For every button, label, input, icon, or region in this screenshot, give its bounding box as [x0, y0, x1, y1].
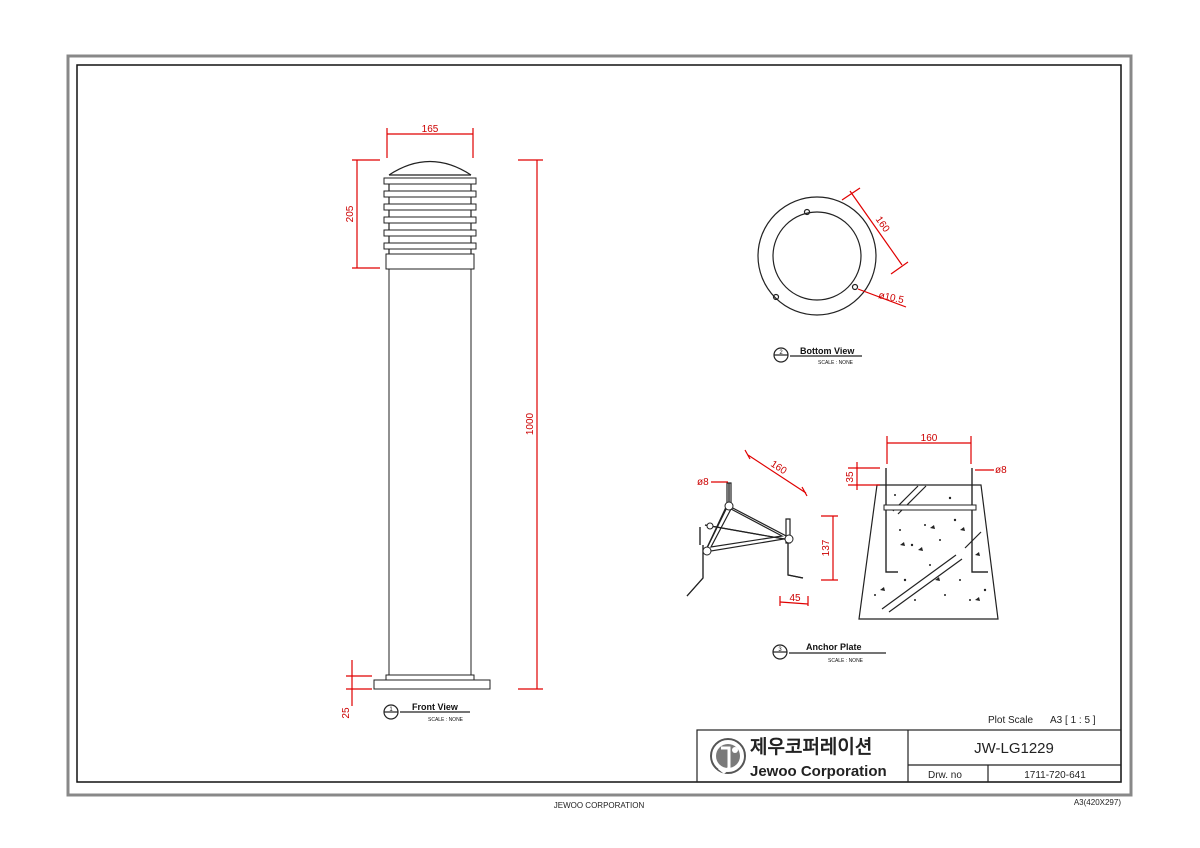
- company-name-korean: 제우코퍼레이션: [750, 736, 872, 758]
- bottom-hole-label: ø10.5: [877, 290, 905, 306]
- front-view-drawing: 165 205 1000 25 1 Front View SCALE: [341, 124, 543, 723]
- plot-scale-value: A3 [ 1 : 5 ]: [1050, 715, 1096, 726]
- bottom-inner-ring: [772, 211, 862, 301]
- bottom-diameter-label: 160: [873, 215, 892, 235]
- anchor-dim-top-width: 160: [886, 433, 972, 464]
- anchor-dim-height: 137: [821, 515, 838, 581]
- dim-head-label: 205: [345, 205, 356, 222]
- concrete-block: [858, 484, 999, 620]
- inner-border: [76, 64, 1122, 783]
- bottom-outer-ring: [757, 196, 877, 316]
- plot-scale-label: Plot Scale: [988, 715, 1033, 726]
- drawing-number: 1711-720-641: [1024, 770, 1086, 781]
- bottom-view-scale: SCALE : NONE: [818, 360, 854, 366]
- bolt-hole: [772, 293, 780, 301]
- anchor-dim-rod-right: ø8: [975, 465, 1007, 476]
- bottom-dim-hole: ø10.5: [857, 288, 907, 308]
- lamp-dome: [388, 160, 472, 176]
- anchor-plate-label: 3 Anchor Plate SCALE : NONE: [772, 642, 886, 664]
- front-dim-head: 205: [345, 159, 380, 269]
- pole-body: [388, 268, 472, 676]
- concrete-aggregate: [874, 494, 987, 601]
- anchor-dim-length-left: 160: [744, 449, 808, 497]
- front-view-title: Front View: [412, 702, 459, 712]
- anchor-dim-rod-left: ø8: [697, 477, 728, 488]
- anchor-rod-right-label: ø8: [995, 465, 1007, 476]
- anchor-top-offset-label: 35: [845, 471, 856, 483]
- anchor-plate-title: Anchor Plate: [806, 642, 862, 652]
- anchor-length-left-label: 160: [768, 459, 788, 478]
- dim-base-label: 25: [341, 707, 352, 719]
- bottom-view-title: Bottom View: [800, 346, 855, 356]
- front-view-number: 1: [389, 707, 393, 713]
- company-logo: [710, 738, 746, 774]
- anchor-height-label: 137: [821, 539, 832, 556]
- bolt-hole: [803, 208, 811, 216]
- drawing-number-label: Drw. no: [928, 770, 962, 781]
- bottom-view-label: 2 Bottom View SCALE : NONE: [773, 346, 862, 366]
- company-name-english: Jewoo Corporation: [750, 763, 887, 780]
- front-view-label: 1 Front View SCALE : NONE: [383, 702, 470, 723]
- anchor-dim-hook: 45: [779, 593, 809, 606]
- bolt-hole: [851, 283, 859, 291]
- bottom-view-drawing: 160 ø10.5 2 Bottom View SCALE : NONE: [757, 187, 909, 366]
- front-dim-base: 25: [341, 660, 372, 719]
- anchor-rod-left-label: ø8: [697, 477, 709, 488]
- anchor-plate-scale: SCALE : NONE: [828, 658, 864, 664]
- anchor-hook-label: 45: [789, 593, 801, 604]
- lamp-louvres: [383, 177, 477, 254]
- anchor-plate-number: 3: [778, 647, 782, 653]
- footer-company: JEWOO CORPORATION: [554, 801, 645, 810]
- front-view-scale: SCALE : NONE: [428, 717, 464, 723]
- dim-total-label: 1000: [525, 412, 536, 435]
- base-flange: [385, 674, 475, 681]
- lamp-collar: [385, 253, 475, 270]
- anchor-top-width-label: 160: [921, 433, 938, 444]
- bottom-view-number: 2: [779, 350, 783, 356]
- front-dim-width: 165: [386, 124, 474, 158]
- outer-border: [66, 54, 1133, 797]
- anchor-dim-top-offset: 35: [845, 462, 880, 490]
- anchor-iso-drawing: ø8 160 137 45: [686, 449, 838, 606]
- base-plate: [373, 679, 491, 690]
- footer-sheet-size: A3(420X297): [1074, 798, 1121, 807]
- front-dim-total: 1000: [518, 159, 543, 690]
- bottom-dim-diameter: 160: [841, 187, 909, 275]
- anchor-section-drawing: 160 35 ø8 3 Anchor Plate SCALE : NONE: [772, 433, 1007, 664]
- model-number: JW-LG1229: [974, 740, 1054, 757]
- title-block: Plot Scale A3 [ 1 : 5 ] 제우코퍼레이션 Jewoo Co…: [696, 715, 1122, 783]
- dim-width-label: 165: [422, 124, 439, 135]
